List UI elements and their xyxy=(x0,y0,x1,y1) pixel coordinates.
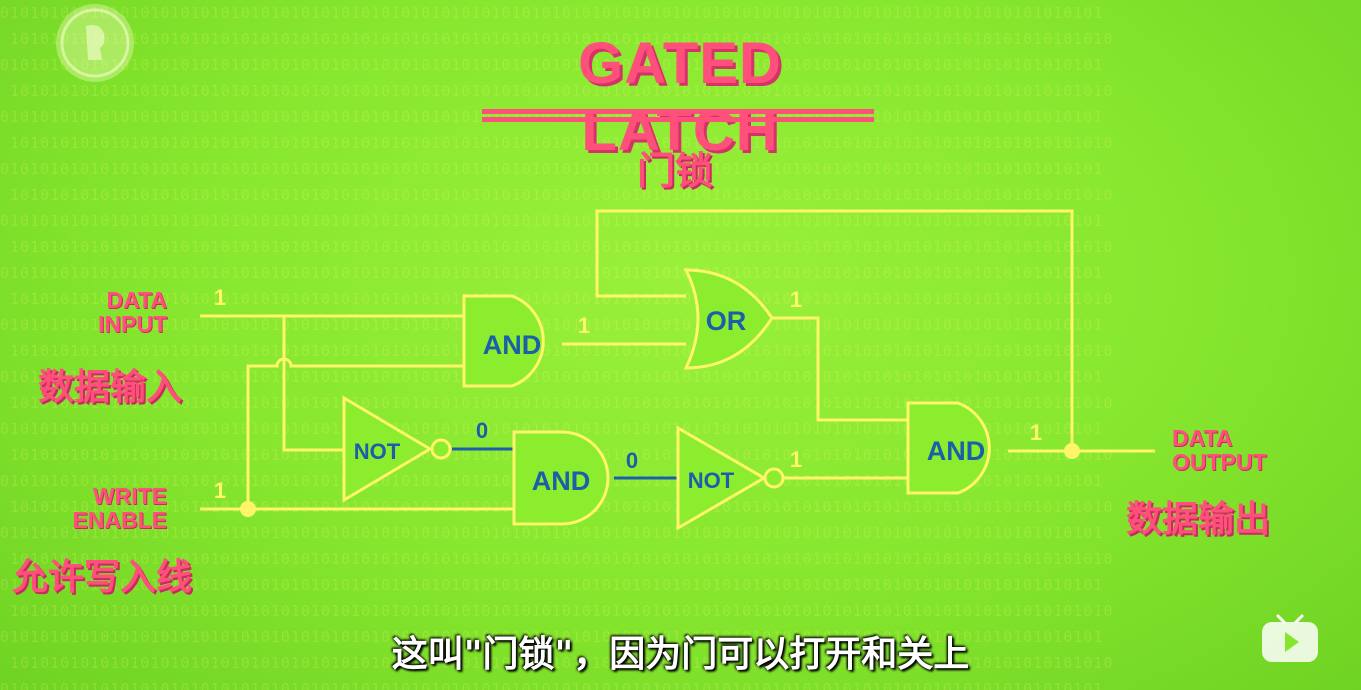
write-enable-label-line2: ENABLE xyxy=(72,507,167,533)
video-caption: 这叫"门锁"，因为门可以打开和关上 xyxy=(391,634,970,675)
bilibili-play-icon[interactable] xyxy=(1258,612,1322,664)
pbs-logo-icon xyxy=(56,4,134,82)
write-enable-label-zh: 允许写入线 xyxy=(12,557,193,598)
and-gate-middle-label: AND xyxy=(532,466,591,496)
data-output-label: DATA OUTPUT xyxy=(1172,426,1292,474)
data-output-label-line1: DATA xyxy=(1172,425,1233,451)
diagram-subtitle-zh: 门锁 xyxy=(636,149,713,193)
junction-dot xyxy=(1064,443,1080,459)
not-gate-left xyxy=(342,395,433,503)
data-input-label-zh: 数据输入 xyxy=(38,367,183,408)
write-enable-value: 1 xyxy=(214,478,226,503)
and-gate-top-label: AND xyxy=(483,330,542,360)
data-input-label: DATA INPUT xyxy=(60,288,167,336)
low-wires xyxy=(452,447,678,480)
not-gate-right xyxy=(676,425,767,531)
data-output-value: 1 xyxy=(1030,420,1042,445)
or-gate xyxy=(683,268,774,370)
not-gate-left-bubble xyxy=(430,438,452,460)
not-gate-left-label: NOT xyxy=(354,439,401,464)
or-to-and-wire xyxy=(772,316,908,422)
junction-dot xyxy=(240,501,256,517)
and-gate-middle xyxy=(512,430,610,526)
data-input-value: 1 xyxy=(214,285,226,310)
and-gate-right-label: AND xyxy=(927,436,986,466)
and-gate-top xyxy=(462,294,545,388)
write-enable-label-line1: WRITE xyxy=(92,483,167,509)
data-input-label-line1: DATA xyxy=(106,287,167,313)
data-to-not-wire xyxy=(282,316,344,452)
enable-to-and-wire xyxy=(246,357,464,509)
and-gate-right xyxy=(906,401,991,495)
not-gate-right-bubble xyxy=(763,467,785,489)
and-middle-out-value: 0 xyxy=(626,448,638,473)
or-out-value: 1 xyxy=(790,287,802,312)
not-right-out-value: 1 xyxy=(790,447,802,472)
data-input-label-line2: INPUT xyxy=(98,311,167,337)
data-output-label-zh: 数据输出 xyxy=(1126,499,1271,540)
not-left-out-value: 0 xyxy=(476,418,488,443)
title-underline xyxy=(482,109,874,114)
not-gate-right-label: NOT xyxy=(688,468,735,493)
data-output-label-line2: OUTPUT xyxy=(1172,449,1267,475)
diagram-title: GATED LATCH xyxy=(578,31,782,163)
write-enable-label: WRITE ENABLE xyxy=(60,484,167,532)
or-gate-label: OR xyxy=(706,306,747,336)
and-top-out-value: 1 xyxy=(578,313,590,338)
feedback-wire xyxy=(595,209,1074,451)
